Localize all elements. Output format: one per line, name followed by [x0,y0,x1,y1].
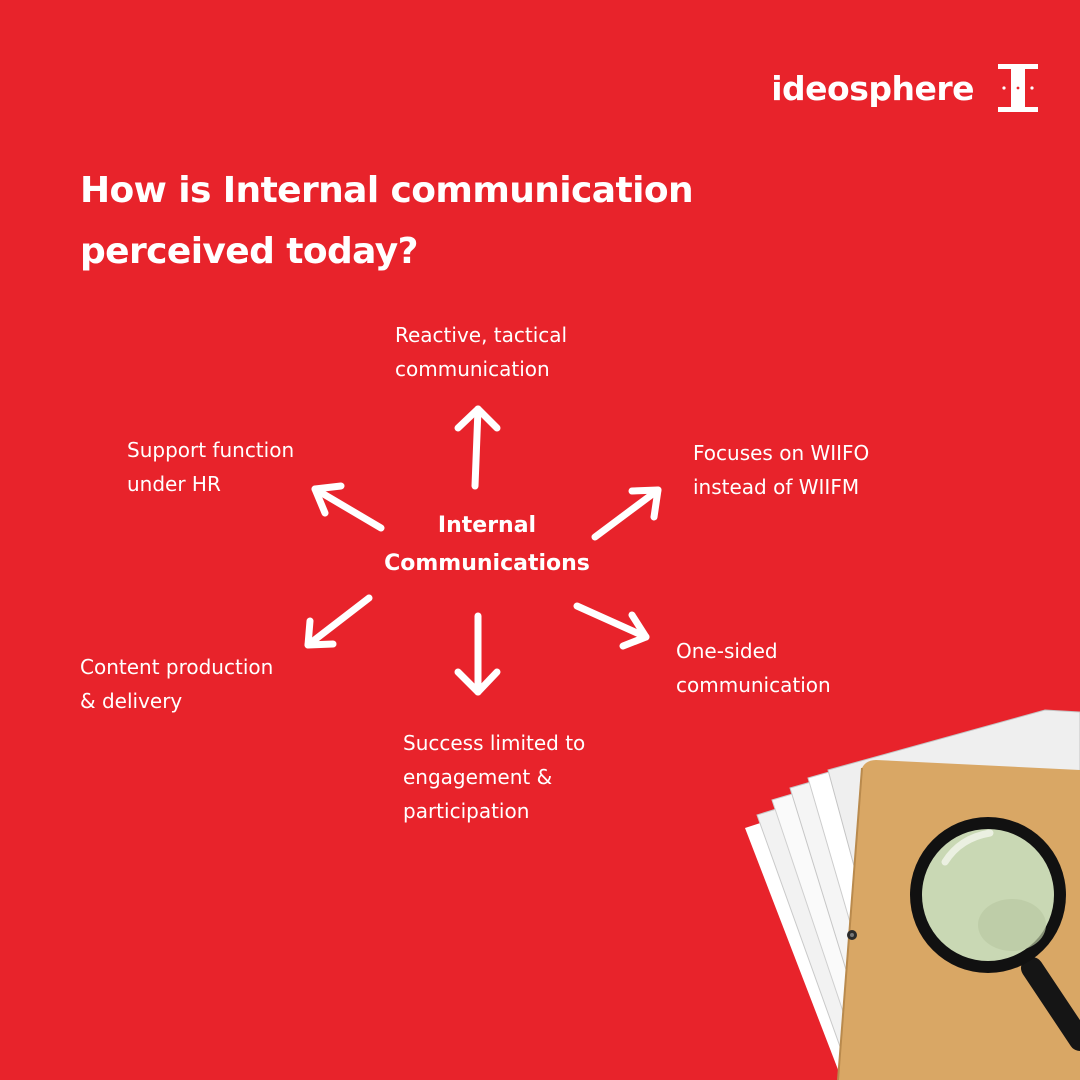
item-line: One-sided [676,639,778,663]
arrow-upper-right-icon [591,486,662,541]
item-success-limited: Success limited to engagement & particip… [403,726,585,828]
item-line: communication [676,673,831,697]
center-label: Internal Communications [356,507,618,583]
arrow-up-icon [454,405,501,490]
item-content-production: Content production & delivery [80,650,273,718]
item-line: instead of WIIFM [693,475,860,499]
item-support-function: Support function under HR [127,433,294,501]
item-line: communication [395,357,550,381]
magnifying-glass [910,817,1080,1051]
item-line: Focuses on WIIFO [693,441,870,465]
item-line: participation [403,799,530,823]
arrow-upper-left-icon [311,482,385,532]
title-line-2: perceived today? [80,231,418,272]
brand: ideosphere [771,62,1040,114]
item-line: Content production [80,655,274,679]
arrow-down-icon [454,612,501,696]
item-line: engagement & [403,765,553,789]
serif-i-logo-icon [998,64,1038,112]
item-one-sided: One-sided communication [676,634,831,702]
center-label-line-2: Communications [384,551,590,576]
item-line: Success limited to [403,731,586,755]
item-line: Reactive, tactical [395,323,568,347]
item-focuses-wiifo: Focuses on WIIFO instead of WIIFM [693,436,869,504]
arrow-lower-left-icon [304,594,373,649]
arrow-lower-right-icon [573,602,650,650]
title-line-1: How is Internal communication [80,170,694,211]
brand-name: ideosphere [771,68,974,108]
item-line: under HR [127,472,221,496]
page-title: How is Internal communication perceived … [80,160,800,282]
item-line: Support function [127,438,295,462]
center-label-line-1: Internal [437,513,537,538]
item-line: & delivery [80,689,183,713]
item-reactive-tactical: Reactive, tactical communication [395,318,567,386]
